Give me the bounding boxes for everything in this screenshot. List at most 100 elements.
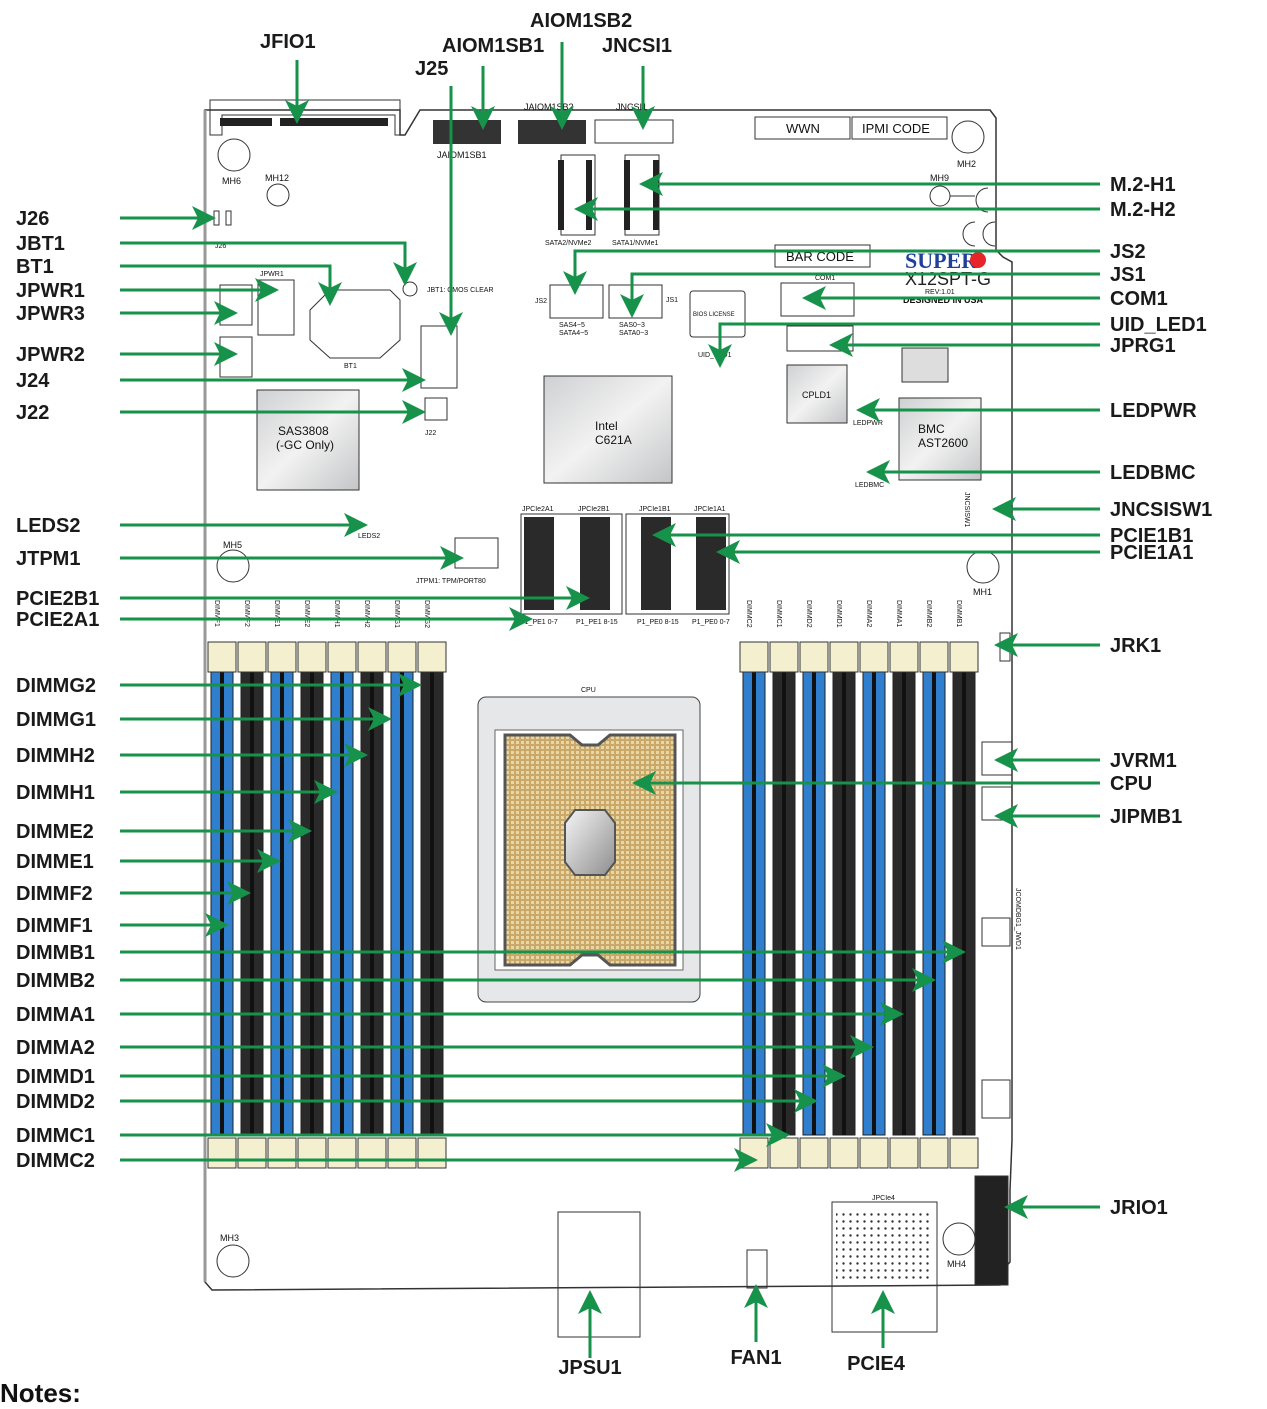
pcie2-slot-frame — [520, 513, 623, 615]
jrio1-slot — [974, 1175, 1009, 1286]
bmc-label-2: AST2600 — [918, 436, 968, 450]
wwn-box — [754, 116, 851, 140]
dimm-latch-top — [859, 641, 889, 673]
dimm-slot-label: DIMME1 — [273, 600, 280, 627]
jpcie4-pins — [836, 1212, 932, 1282]
dimm-slot-key — [782, 665, 786, 1135]
callout-label-dimmc2: DIMMC2 — [16, 1150, 95, 1172]
dimm-latch-bottom — [207, 1137, 237, 1169]
jpcie4-label: JPCIe4 — [872, 1195, 895, 1202]
dimm-slot-label: DIMMH2 — [363, 600, 370, 628]
designed-in-label: DESIGNED IN USA — [903, 295, 984, 305]
callout-label-dimme2: DIMME2 — [16, 821, 94, 843]
dimm-latch-top — [207, 641, 237, 673]
jaiom1sb2-connector — [518, 120, 586, 144]
js2-desc-1: SAS4~5 — [559, 322, 585, 329]
dimm-slot-key — [872, 665, 876, 1135]
js1-connector — [608, 284, 663, 319]
uid-led1-label: UID_LED1 — [698, 352, 732, 359]
callout-arrow — [620, 272, 1100, 318]
dimm-slot-key — [400, 665, 404, 1135]
callout-label-ledpwr: LEDPWR — [1110, 400, 1197, 422]
callout-label-uid-led1: UID_LED1 — [1110, 314, 1207, 336]
j22-label: J22 — [425, 430, 436, 437]
callout-label-j26: J26 — [16, 208, 49, 230]
dimm-latch-bottom — [387, 1137, 417, 1169]
dimm-slot-label: DIMMD2 — [805, 600, 812, 628]
notes-heading: Notes: — [0, 1378, 81, 1408]
pcie1-slot-frame — [625, 513, 730, 615]
dimm-slot-key — [250, 665, 254, 1135]
callout-arrow — [563, 249, 1100, 295]
dimm-latch-top — [949, 641, 979, 673]
dimm-slot-key — [932, 665, 936, 1135]
callout-label-jfio1: JFIO1 — [260, 31, 316, 53]
dimm-latch-bottom — [859, 1137, 889, 1169]
callout-label-dimmc1: DIMMC1 — [16, 1125, 95, 1147]
callout-arrow — [708, 322, 1100, 368]
bios-license-box — [689, 290, 746, 338]
js1-label: JS1 — [666, 297, 678, 304]
dimm-slot-key — [370, 665, 374, 1135]
pcie-slot-label: JPCIe1B1 — [639, 506, 671, 513]
dimm-slot-label: DIMMC1 — [775, 600, 782, 628]
dimm-latch-top — [919, 641, 949, 673]
callout-label-dimmg2: DIMMG2 — [16, 675, 96, 697]
jncsisw1-label: JNCSISW1 — [963, 492, 970, 528]
callout-label-dimmb1: DIMMB1 — [16, 942, 95, 964]
dimm-latch-bottom — [297, 1137, 327, 1169]
sata1-nvme1-label: SATA1/NVMe1 — [612, 240, 659, 247]
dimm-latch-top — [297, 641, 327, 673]
ipmi-code-box — [851, 116, 948, 140]
callout-label-pcie4: PCIE4 — [847, 1353, 906, 1375]
jaiom1sb2-label: JAIOM1SB2 — [524, 102, 574, 112]
bt1-battery — [309, 289, 401, 359]
component-block — [901, 347, 949, 383]
m2-h2-slot — [558, 154, 596, 236]
callout-label-jpwr2: JPWR2 — [16, 344, 85, 366]
dimm-slot-key — [310, 665, 314, 1135]
callout-label-m-2-h1: M.2-H1 — [1110, 174, 1176, 196]
cpu-label: CPU — [581, 687, 596, 694]
dimm-slot-key — [842, 665, 846, 1135]
pcie-slot-jpcie2b1 — [580, 517, 610, 610]
dimm-slot-key — [280, 665, 284, 1135]
cpld1-chip — [786, 364, 848, 424]
dimm-latch-top — [799, 641, 829, 673]
mh2-label: MH2 — [957, 159, 976, 169]
dimm-latch-top — [237, 641, 267, 673]
sas3808-chip — [256, 389, 360, 491]
dimm-latch-top — [889, 641, 919, 673]
js1-desc-1: SAS0~3 — [619, 322, 645, 329]
jpwr1-label: JPWR1 — [260, 271, 284, 278]
dimm-slot-key — [902, 665, 906, 1135]
dimm-latch-bottom — [267, 1137, 297, 1169]
ledpwr-label: LEDPWR — [853, 420, 883, 427]
callout-label-js1: JS1 — [1110, 264, 1146, 286]
dimm-slot-label: DIMMH1 — [333, 600, 340, 628]
callout-label-dimma1: DIMMA1 — [16, 1004, 95, 1026]
callout-arrow — [120, 241, 417, 286]
dimm-slot-key — [220, 665, 224, 1135]
intel-c621a-pch — [543, 375, 673, 484]
dimm-latch-top — [829, 641, 859, 673]
dimm-slot-label: DIMMG2 — [423, 600, 430, 628]
callout-label-jncsi1: JNCSI1 — [602, 35, 672, 57]
callout-label-dimmf1: DIMMF1 — [16, 915, 93, 937]
jcomdbg1-jwd1-header — [981, 917, 1011, 947]
mh5-label: MH5 — [223, 540, 242, 550]
callout-label-dimmh2: DIMMH2 — [16, 745, 95, 767]
callout-label-aiom1sb1: AIOM1SB1 — [442, 35, 544, 57]
callout-arrow — [120, 264, 342, 306]
dimm-latch-top — [417, 641, 447, 673]
callout-label-cpu: CPU — [1110, 773, 1152, 795]
model-name: X12SPT-G — [905, 269, 991, 289]
callout-label-bt1: BT1 — [16, 256, 54, 278]
callout-label-dimmf2: DIMMF2 — [16, 883, 93, 905]
callout-label-jprg1: JPRG1 — [1110, 335, 1176, 357]
callout-label-js2: JS2 — [1110, 241, 1146, 263]
bios-license-label: BIOS LICENSE — [693, 312, 735, 318]
cpu-socket — [477, 696, 701, 1003]
callout-label-jbt1: JBT1 — [16, 233, 65, 255]
